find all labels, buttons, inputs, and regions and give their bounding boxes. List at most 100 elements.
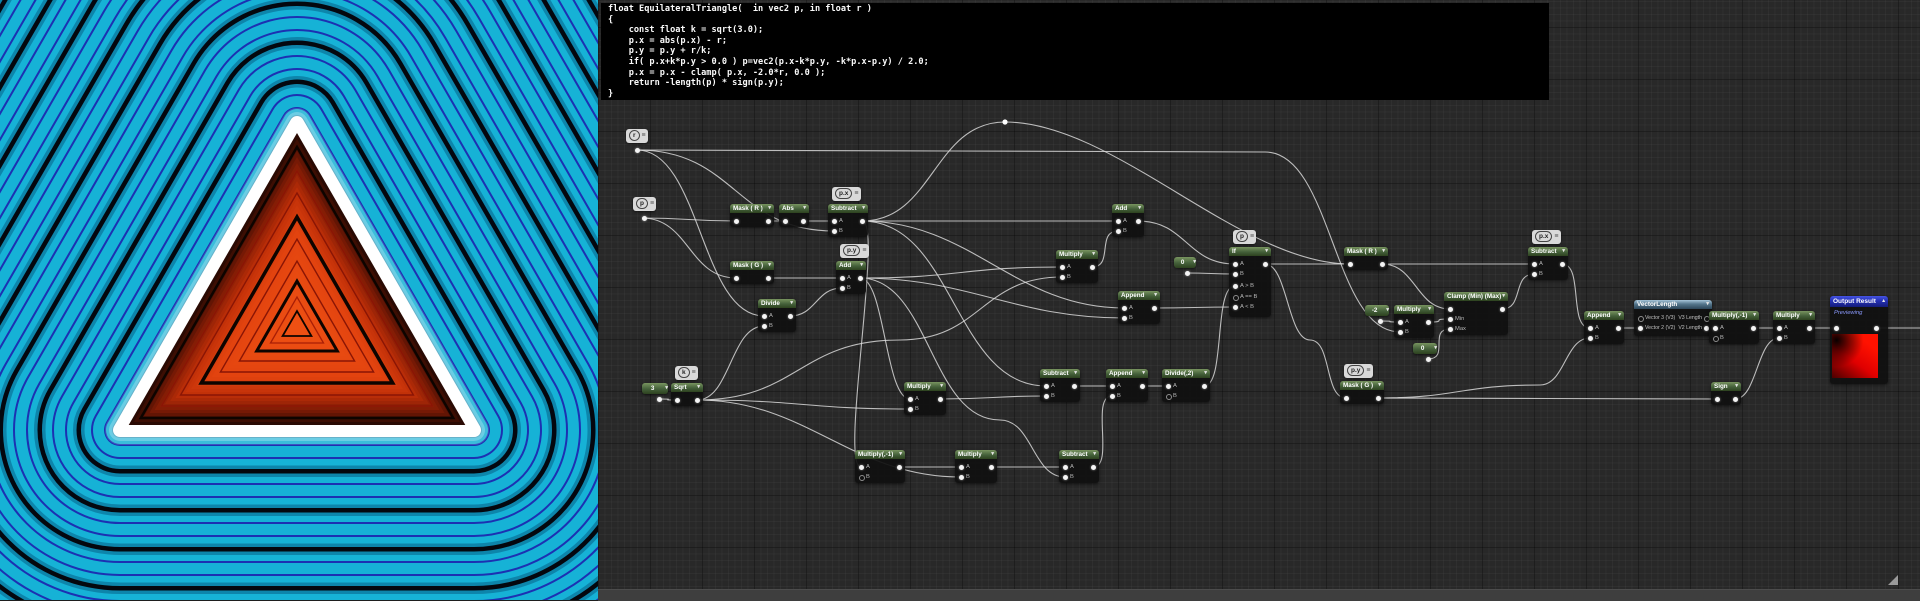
output-pin[interactable] [1750, 325, 1756, 331]
input-pin-0[interactable] [1447, 306, 1453, 312]
chevron-icon[interactable]: ▾ [790, 300, 793, 306]
chevron-icon[interactable]: ▾ [940, 383, 943, 389]
input-pin-B[interactable] [831, 228, 837, 234]
input-pin-B[interactable] [1712, 335, 1719, 342]
output-pin[interactable] [1615, 325, 1621, 331]
input-pin-B[interactable] [1121, 315, 1127, 321]
output-pin[interactable] [1377, 318, 1383, 324]
chevron-icon[interactable]: ▾ [1092, 251, 1095, 257]
input-pin-B[interactable] [858, 474, 865, 481]
input-pin-B[interactable] [958, 474, 964, 480]
output-pin[interactable] [656, 396, 662, 402]
output-pin[interactable] [988, 464, 994, 470]
chevron-icon[interactable]: ▾ [1154, 292, 1157, 298]
input-pin-B[interactable] [1397, 329, 1403, 335]
resize-grip[interactable] [1888, 575, 1898, 585]
input-pin-B[interactable] [1115, 228, 1121, 234]
chevron-icon[interactable]: ▾ [1753, 312, 1756, 318]
input-pin-a-b[interactable] [1232, 283, 1238, 289]
node-2[interactable]: -2▾ [1365, 305, 1389, 324]
node-sqrt[interactable]: ▾Sqrt [671, 383, 703, 406]
input-pin-A[interactable] [839, 275, 845, 281]
input-pin-vector-2-v2[interactable] [1637, 325, 1643, 331]
output-pin[interactable] [1151, 305, 1157, 311]
output-pin[interactable] [1379, 261, 1385, 267]
input-pin[interactable] [733, 275, 739, 281]
input-pin-B[interactable] [1062, 474, 1068, 480]
input-pin[interactable] [1714, 396, 1720, 402]
material-preview-viewport[interactable] [0, 0, 598, 600]
output-pin[interactable] [1425, 356, 1431, 362]
chevron-icon[interactable]: ▴ [1882, 298, 1885, 304]
chevron-icon[interactable]: ▾ [899, 451, 902, 457]
input-pin-Max[interactable] [1447, 326, 1453, 332]
input-pin-A[interactable] [1165, 383, 1171, 389]
chevron-icon[interactable]: ▾ [1434, 345, 1437, 351]
input-pin-B[interactable] [1776, 335, 1782, 341]
input-pin[interactable] [1343, 395, 1349, 401]
input-pin-A[interactable] [1121, 305, 1127, 311]
chevron-icon[interactable]: ▾ [860, 262, 863, 268]
chevron-icon[interactable]: ▾ [1378, 382, 1381, 388]
output-pin[interactable] [1184, 270, 1190, 276]
input-pin-A[interactable] [1062, 464, 1068, 470]
output-pin[interactable] [1090, 464, 1096, 470]
input-pin-A[interactable] [1712, 325, 1718, 331]
chevron-icon[interactable]: ▾ [1562, 248, 1565, 254]
input-pin[interactable] [782, 218, 788, 224]
output-pin[interactable] [1806, 325, 1812, 331]
chevron-icon[interactable]: ▾ [1193, 259, 1196, 265]
input-pin-A[interactable] [1115, 218, 1121, 224]
node-3[interactable]: 3▾ [642, 383, 668, 402]
output-pin[interactable] [937, 396, 943, 402]
node-0[interactable]: 0▾ [1413, 343, 1437, 362]
chevron-icon[interactable]: ▾ [803, 205, 806, 211]
output-pin[interactable] [1375, 395, 1381, 401]
reroute-r[interactable]: r≡ [626, 129, 648, 153]
input-pin-B[interactable] [907, 406, 913, 412]
node-abs[interactable]: ▾Abs [779, 204, 809, 227]
input-pin-A[interactable] [1043, 383, 1049, 389]
output-pin[interactable] [1139, 383, 1145, 389]
chevron-icon[interactable]: ▾ [768, 262, 771, 268]
chevron-icon[interactable]: ▾ [991, 451, 994, 457]
chevron-icon[interactable]: ▾ [862, 205, 865, 211]
input-pin-A[interactable] [1109, 383, 1115, 389]
output-pin[interactable] [1089, 264, 1095, 270]
output-pin[interactable] [1559, 261, 1565, 267]
input-pin-A[interactable] [1531, 261, 1537, 267]
output-pin[interactable] [896, 464, 902, 470]
input-pin[interactable] [1833, 325, 1839, 331]
input-pin-A[interactable] [1397, 319, 1403, 325]
input-pin-B[interactable] [1531, 271, 1537, 277]
chevron-icon[interactable]: ▾ [1386, 307, 1389, 313]
reroute-p[interactable]: p≡ [633, 197, 657, 221]
output-pin[interactable] [765, 275, 771, 281]
chevron-icon[interactable]: ▾ [1382, 248, 1385, 254]
output-pin[interactable] [1071, 383, 1077, 389]
chevron-icon[interactable]: ▾ [1809, 312, 1812, 318]
input-pin-b[interactable] [1232, 271, 1238, 277]
output-pin[interactable] [641, 215, 647, 221]
input-pin-B[interactable] [761, 323, 767, 329]
chevron-icon[interactable]: ▾ [1142, 370, 1145, 376]
output-pin[interactable] [1201, 383, 1207, 389]
node-sign[interactable]: ▾Sign [1711, 382, 1741, 405]
chevron-icon[interactable]: ▾ [1735, 383, 1738, 389]
input-pin-vector-3-v3[interactable] [1637, 315, 1644, 322]
input-pin[interactable] [674, 397, 680, 403]
